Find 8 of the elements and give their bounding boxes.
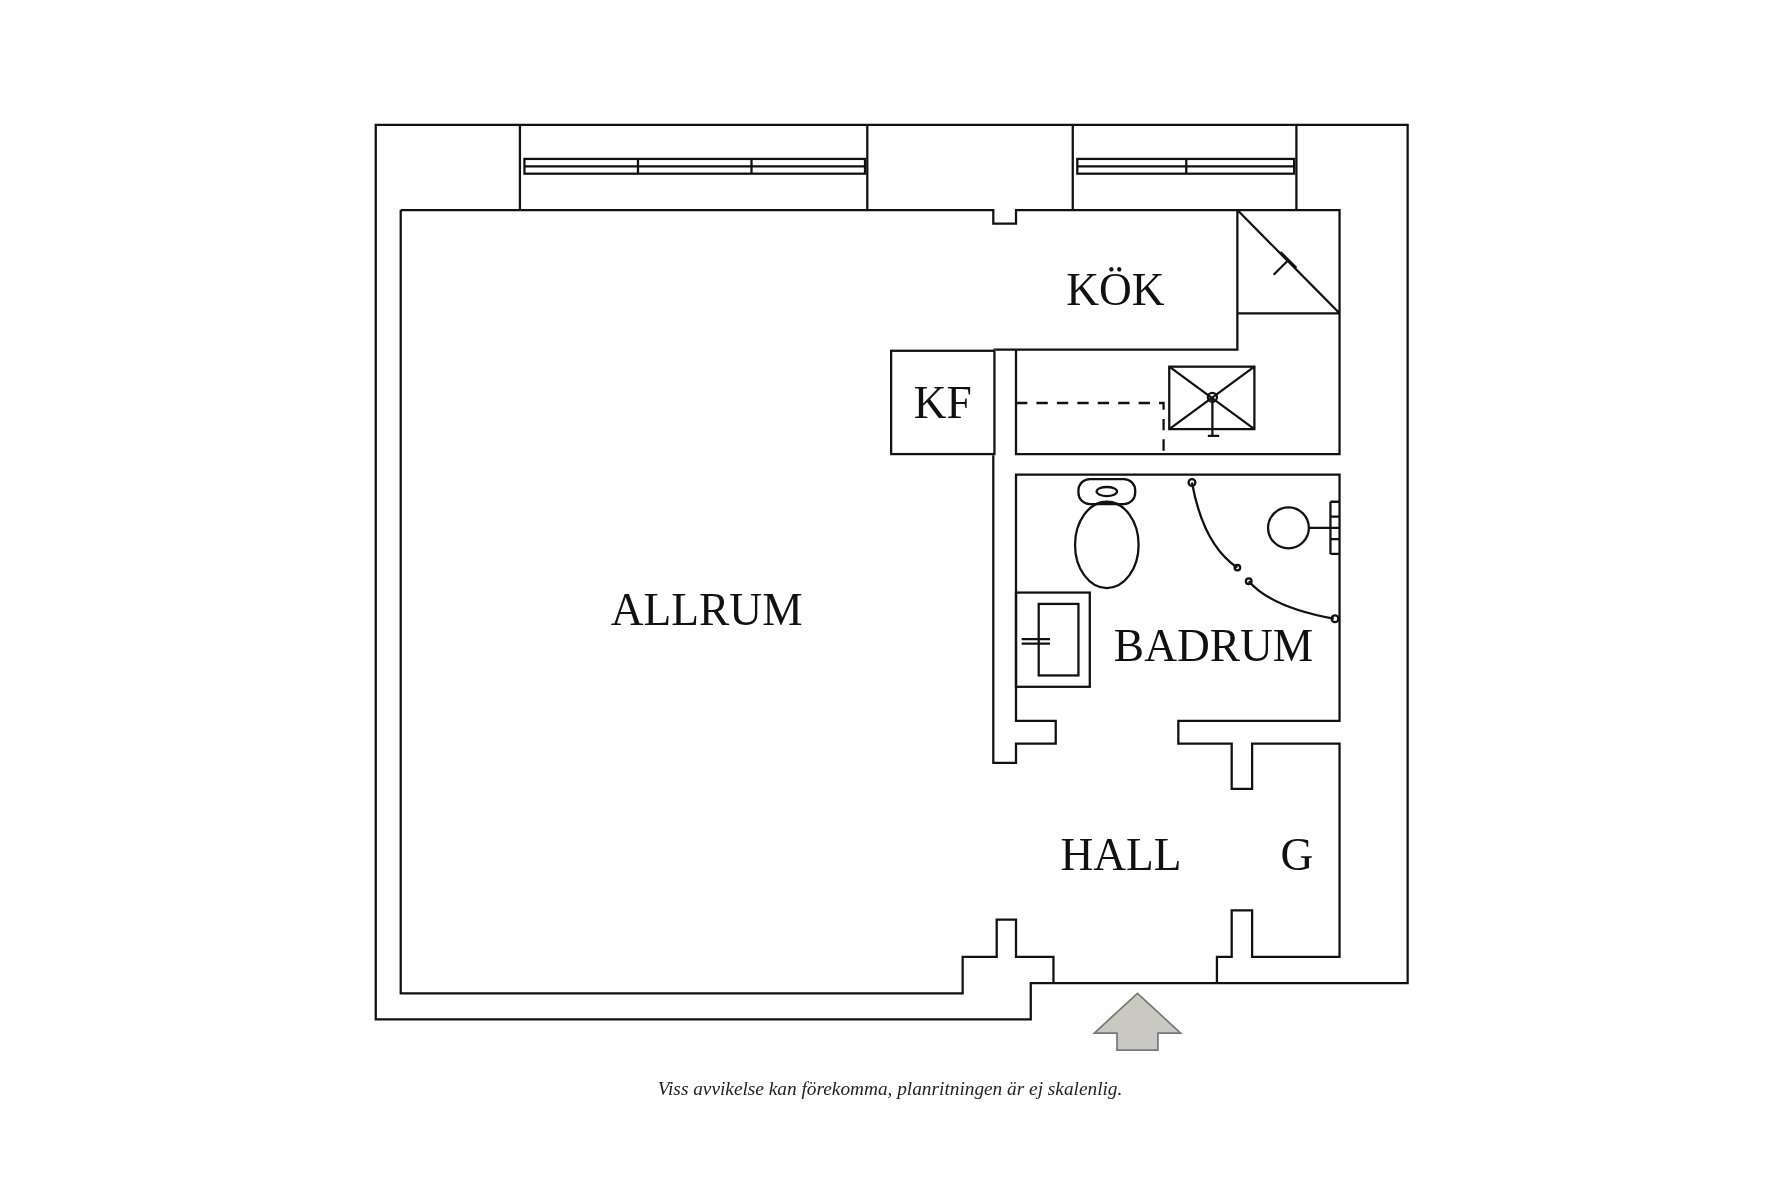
disclaimer-caption: Viss avvikelse kan förekomma, planritningen är ej skalenlig. <box>656 1078 1124 1102</box>
room-label: BADRUM <box>1113 623 1314 669</box>
room-box <box>890 349 996 456</box>
room-label: KÖK <box>1066 267 1165 314</box>
room-label: KF <box>913 379 972 426</box>
room-label: ALLRUM <box>610 587 803 633</box>
room-label: HALL <box>1060 832 1182 878</box>
room-label: G <box>1280 832 1314 878</box>
